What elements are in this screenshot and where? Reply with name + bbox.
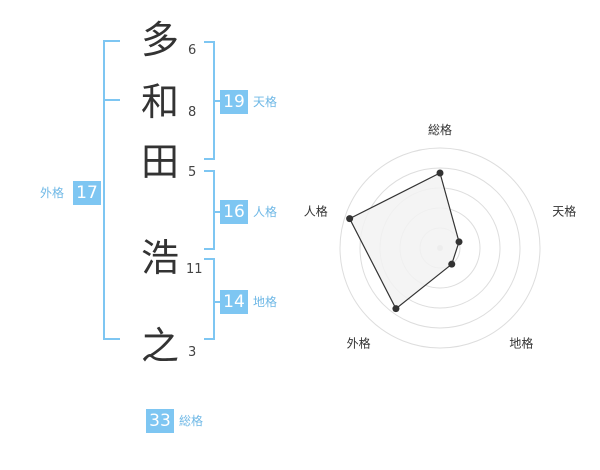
radar-polygon (348, 172, 460, 310)
radar-point-5 (346, 215, 354, 223)
radar-axis-label-3: 地格 (509, 335, 533, 350)
soukaku-label: 総格 (179, 414, 204, 428)
gaikaku-value-badge: 17 (73, 181, 101, 205)
name-char-3: 田 (140, 140, 179, 184)
tenkaku-value-badge: 19 (220, 90, 248, 114)
radar-axis-label-5: 人格 (304, 204, 328, 219)
name-char-5: 之 (140, 324, 179, 368)
soukaku-value-badge: 33 (146, 409, 174, 433)
radar-point-4 (392, 305, 400, 313)
radar-point-2 (455, 238, 463, 246)
stroke-count-1: 6 (188, 43, 197, 58)
radar-polygon-layer (348, 172, 460, 310)
radar-ring-5 (339, 147, 541, 349)
radar-axis-label-2: 天格 (552, 204, 576, 219)
gaikaku-label: 外格 (40, 186, 65, 200)
jinkaku-bracket (204, 170, 215, 250)
name-char-2: 和 (140, 80, 179, 124)
chikaku-label: 地格 (253, 295, 278, 309)
tenkaku-label: 天格 (253, 95, 278, 109)
chikaku-value-badge: 14 (220, 290, 248, 314)
jinkaku-label: 人格 (253, 205, 278, 219)
radar-point-3 (448, 260, 456, 268)
name-char-1: 多 (140, 18, 179, 62)
radar-points (346, 169, 463, 313)
name-char-4: 浩 (140, 236, 179, 280)
chikaku-bracket (204, 258, 215, 340)
stroke-count-2: 8 (188, 105, 197, 120)
radar-axis-label-1: 総格 (428, 122, 452, 137)
jinkaku-value-badge: 16 (220, 200, 248, 224)
radar-axis-label-4: 外格 (347, 335, 371, 350)
gaikaku-bracket (103, 40, 120, 340)
stroke-count-3: 5 (188, 165, 197, 180)
radar-point-1 (436, 169, 444, 177)
radar-ring-4 (359, 167, 521, 329)
stroke-count-4: 11 (186, 262, 203, 277)
stroke-count-5: 3 (188, 345, 197, 360)
